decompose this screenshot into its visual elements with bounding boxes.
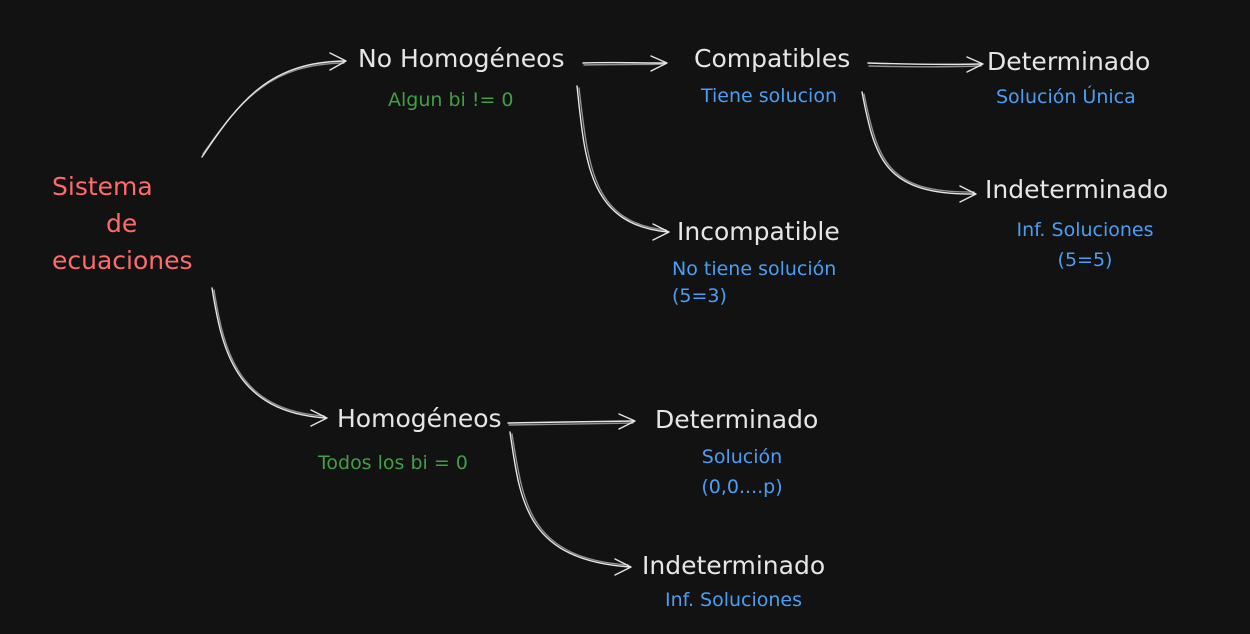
description-compatibles: Tiene solucion bbox=[701, 85, 837, 107]
description-incompatible-line-2: (5=3) bbox=[672, 285, 727, 307]
root-line-2: de bbox=[106, 209, 138, 238]
condition-no-homogeneos: Algun bi != 0 bbox=[388, 89, 514, 111]
node-no-homogeneos: No Homogéneos bbox=[358, 44, 565, 73]
root-line-1: Sistema bbox=[52, 172, 153, 201]
root-node: Sistema de ecuaciones bbox=[44, 168, 214, 279]
description-indeterminado-compatible: Inf. Soluciones (5=5) bbox=[1000, 215, 1170, 275]
node-incompatible: Incompatible bbox=[677, 217, 840, 246]
description-indeterminado-homogeneo: Inf. Soluciones bbox=[665, 589, 803, 611]
description-determinado-homogeneo: Solución (0,0....p) bbox=[662, 442, 822, 502]
description-indeterminado-compatible-line-2: (5=5) bbox=[1057, 249, 1113, 271]
condition-homogeneos: Todos los bi = 0 bbox=[318, 452, 468, 474]
description-determinado-compatible: Solución Única bbox=[996, 86, 1136, 108]
description-incompatible: No tiene solución (5=3) bbox=[672, 256, 836, 310]
node-indeterminado-compatible: Indeterminado bbox=[985, 175, 1169, 204]
arrow-root-to-homogeneos bbox=[211, 287, 328, 427]
node-compatibles: Compatibles bbox=[694, 44, 851, 73]
arrow-compatibles-to-indeterminado bbox=[861, 91, 977, 203]
node-homogeneos: Homogéneos bbox=[337, 404, 502, 433]
arrow-homogeneos-to-determinado bbox=[507, 413, 636, 430]
node-determinado-homogeneo: Determinado bbox=[655, 405, 819, 434]
arrow-no-homogeneos-to-compatibles bbox=[582, 55, 668, 72]
arrow-root-to-no-homogeneos bbox=[201, 52, 347, 158]
arrow-compatibles-to-determinado bbox=[867, 56, 984, 73]
node-indeterminado-homogeneo: Indeterminado bbox=[642, 551, 826, 580]
root-line-3: ecuaciones bbox=[52, 246, 193, 275]
description-determinado-homogeneo-line-1: Solución bbox=[701, 446, 783, 468]
node-determinado-compatible: Determinado bbox=[987, 47, 1151, 76]
description-indeterminado-compatible-line-1: Inf. Soluciones bbox=[1016, 219, 1154, 241]
description-determinado-homogeneo-line-2: (0,0....p) bbox=[701, 476, 783, 498]
description-incompatible-line-1: No tiene solución bbox=[672, 258, 837, 280]
arrow-no-homogeneos-to-incompatible bbox=[576, 85, 670, 241]
arrow-homogeneos-to-indeterminado bbox=[509, 431, 632, 576]
